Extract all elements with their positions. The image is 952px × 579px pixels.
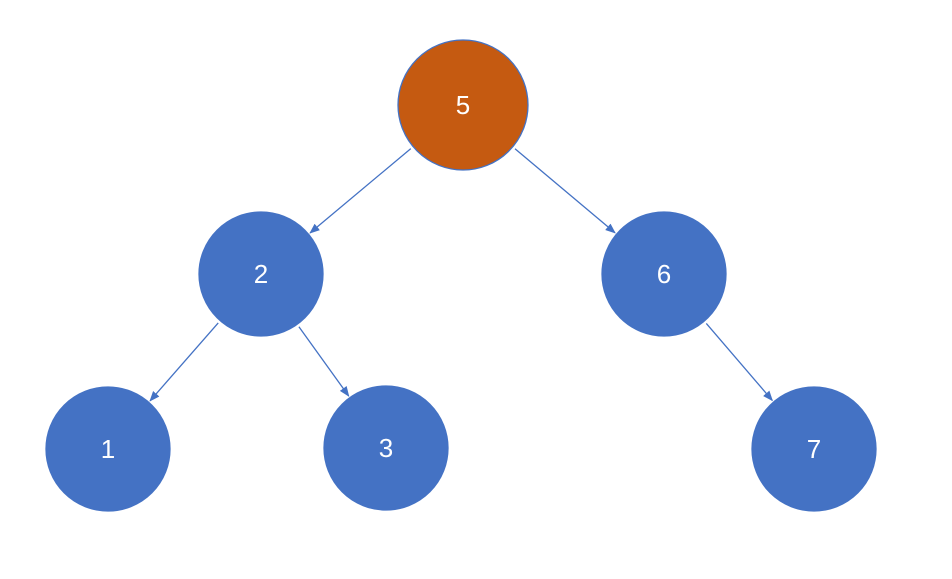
node-label-5: 5 <box>456 90 470 120</box>
node-label-1: 1 <box>101 434 115 464</box>
tree-node-1: 1 <box>45 386 171 512</box>
node-circle-1 <box>45 386 171 512</box>
node-label-6: 6 <box>657 259 671 289</box>
tree-node-3: 3 <box>323 385 449 511</box>
edge-2-to-1 <box>149 322 219 402</box>
edge-6-to-7 <box>705 322 773 402</box>
node-circle-6 <box>601 211 727 337</box>
node-label-7: 7 <box>807 434 821 464</box>
node-circle-3 <box>323 385 449 511</box>
node-circle-5 <box>397 39 529 171</box>
node-label-2: 2 <box>254 259 268 289</box>
node-circle-7 <box>751 386 877 512</box>
edge-5-to-6 <box>514 148 616 234</box>
edge-5-to-2 <box>309 148 412 234</box>
tree-node-5: 5 <box>397 39 529 171</box>
tree-node-6: 6 <box>601 211 727 337</box>
tree-node-7: 7 <box>751 386 877 512</box>
edge-2-to-3 <box>298 326 350 397</box>
node-label-3: 3 <box>379 433 393 463</box>
tree-node-2: 2 <box>198 211 324 337</box>
node-circle-2 <box>198 211 324 337</box>
